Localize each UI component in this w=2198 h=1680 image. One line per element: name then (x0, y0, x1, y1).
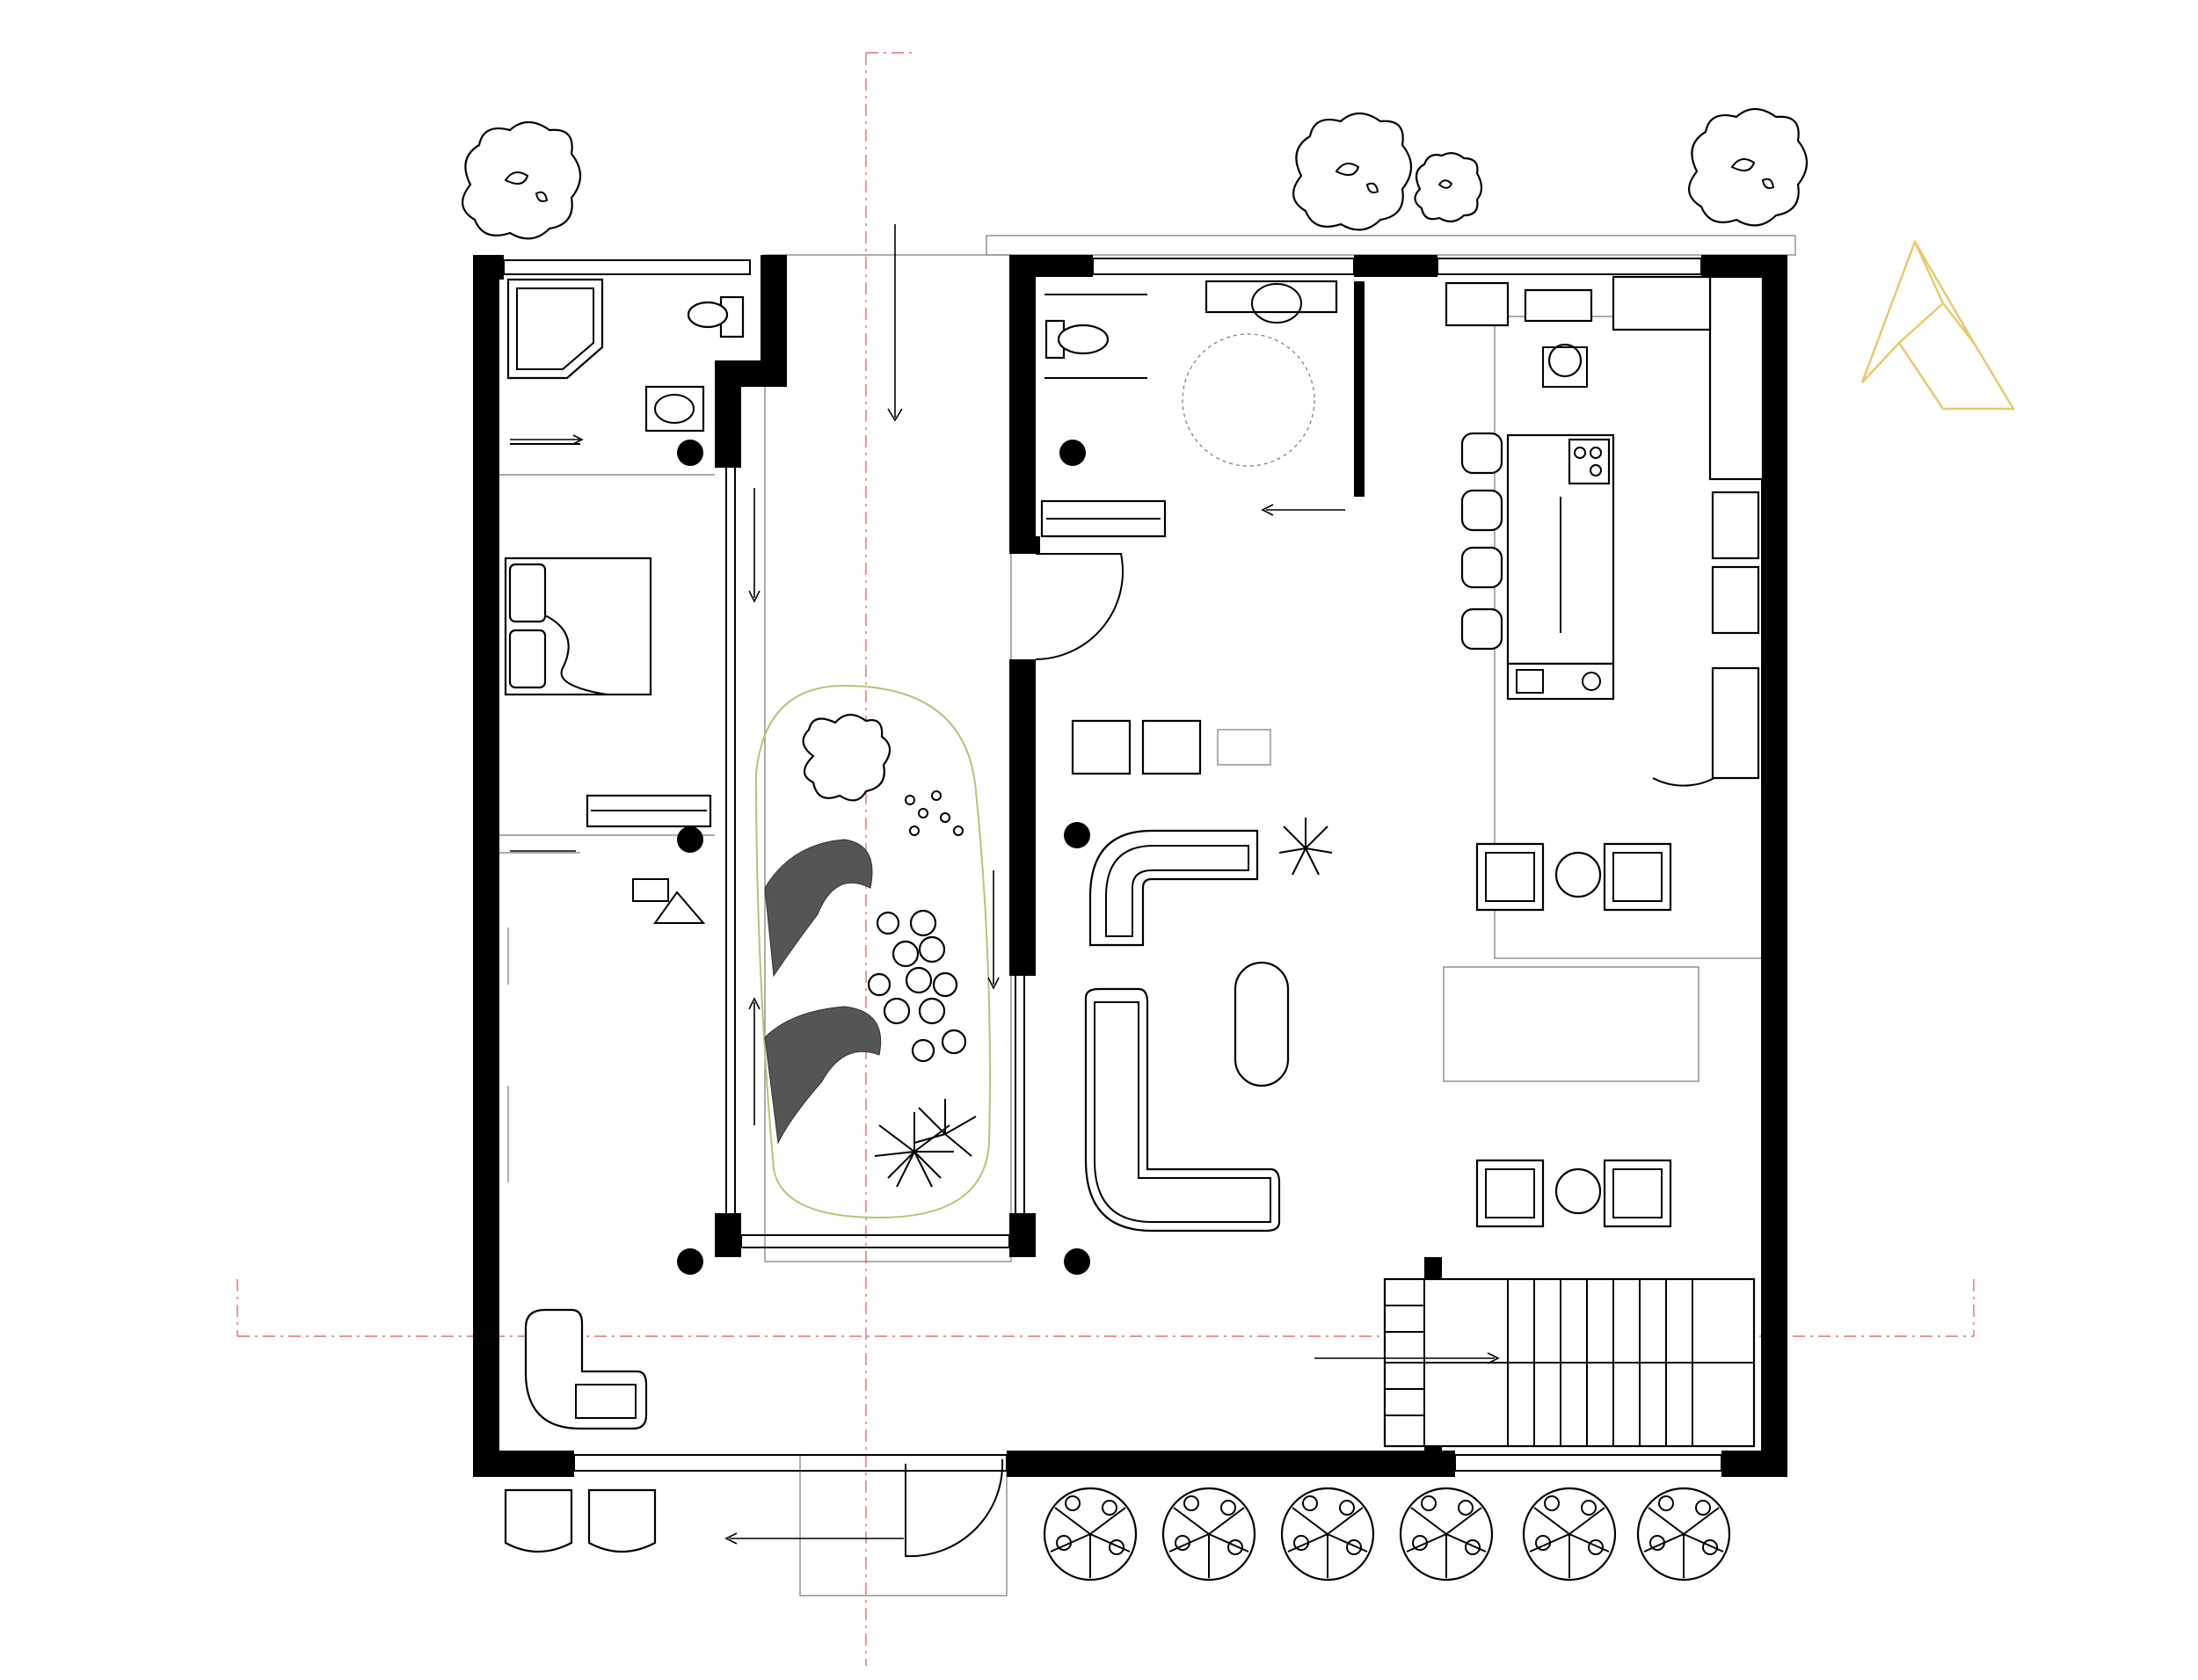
flower-cluster (905, 790, 964, 836)
north-arrow-icon (1860, 238, 2016, 411)
windows (499, 258, 1722, 1472)
column-icon (1059, 440, 1086, 466)
rug-icon (1443, 966, 1699, 1082)
armchair-icon (1071, 719, 1132, 775)
palm-icon (874, 1112, 954, 1188)
door-icon (1035, 553, 1124, 660)
sofa-icon (1084, 987, 1281, 1233)
column-icon (677, 1248, 703, 1275)
sofa-icon (1088, 829, 1259, 947)
door-icon (1652, 712, 1715, 787)
shrub-icon (1636, 1487, 1731, 1582)
tree-icon (1414, 152, 1483, 222)
shrub-icon (1522, 1487, 1617, 1582)
column-icon (1064, 1248, 1090, 1275)
courtyard-garden (754, 684, 991, 1219)
armchair-icon (504, 1488, 573, 1553)
armchair-icon (587, 1488, 657, 1553)
table-icon (1554, 1167, 1602, 1215)
circulation-arrows (510, 224, 1500, 1545)
bathroom-right (1040, 280, 1338, 538)
armchair-icon (524, 1308, 648, 1430)
sink-icon (1205, 280, 1338, 314)
shower-icon (506, 278, 604, 380)
shrub-icon (1161, 1487, 1256, 1582)
armchair-icon (1603, 842, 1672, 912)
armchair-icon (1603, 1159, 1672, 1228)
stair-icon (1383, 1277, 1756, 1448)
bathroom-left (506, 278, 745, 445)
tree-icon (1292, 112, 1413, 231)
left-lounge (507, 927, 648, 1430)
dining-area (1443, 842, 1699, 1228)
bedroom (499, 556, 712, 924)
shrubs-bottom (1043, 1487, 1731, 1582)
shrub-icon (802, 713, 892, 802)
living-room (1071, 719, 1333, 1233)
shrub-icon (1399, 1487, 1494, 1582)
lily-pads (867, 909, 967, 1063)
shrub-icon (1280, 1487, 1375, 1582)
column-icon (677, 826, 703, 853)
sink-icon (1524, 288, 1593, 323)
coffee-table-icon (1234, 961, 1290, 1087)
kitchen (1445, 275, 1765, 780)
shrub-icon (1043, 1487, 1138, 1582)
column-icon (677, 440, 703, 466)
trees-top (462, 107, 1809, 240)
tree-icon (462, 120, 582, 240)
table-icon (1554, 851, 1602, 898)
plant-icon (1278, 818, 1333, 876)
person-icon (1547, 343, 1583, 378)
armchair-icon (1141, 719, 1202, 775)
door-icon (905, 1458, 1004, 1558)
exterior-seating (504, 1488, 657, 1553)
armchair-icon (1475, 842, 1545, 912)
column-icon (1064, 822, 1090, 848)
tree-icon (1688, 107, 1809, 227)
palm-icon (913, 1099, 977, 1157)
bar-stools (1460, 432, 1503, 651)
columns (677, 440, 1090, 1275)
garden-bed-outline (754, 684, 991, 1219)
armchair-icon (1475, 1159, 1545, 1228)
